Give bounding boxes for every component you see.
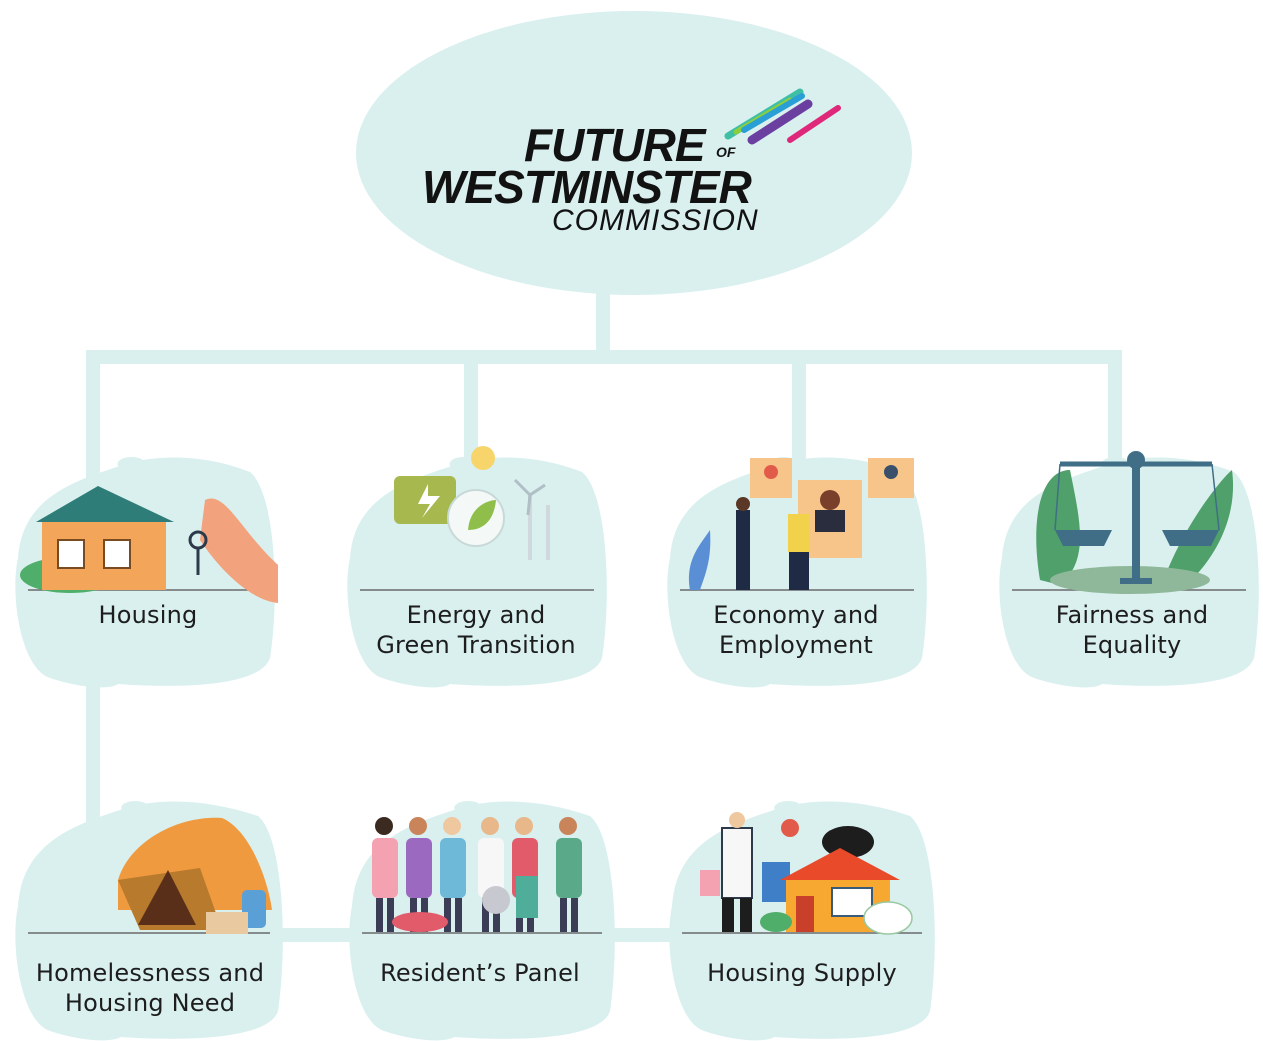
node-label-homelessness: Homelessness and Housing Need: [20, 958, 280, 1018]
label-line: Housing Need: [64, 989, 236, 1017]
node-label-energy: Energy and Green Transition: [346, 600, 606, 660]
cloud-puff: [774, 801, 803, 815]
battery-wind-turbine-icon: [394, 446, 550, 560]
logo-stripe: [741, 93, 805, 133]
tent-icon: [118, 817, 272, 934]
label-line: Employment: [718, 631, 874, 659]
node-label-housing: Housing: [18, 600, 278, 630]
commission-logo: FUTURE OF WESTMINSTER COMMISSION: [420, 118, 840, 248]
group-of-residents-icon: [372, 817, 582, 932]
house-inspection-icon: [700, 812, 913, 935]
connector-drop-housing: [86, 350, 100, 510]
label-line: Housing: [98, 601, 198, 629]
label-line: Fairness and: [1055, 601, 1209, 629]
cloud-puff: [121, 801, 150, 815]
label-line: Equality: [1082, 631, 1182, 659]
balance-scale-icon: [1036, 451, 1234, 594]
connector-housing-down: [86, 660, 100, 850]
node-icons: [20, 446, 1234, 935]
node-label-economy: Economy and Employment: [666, 600, 926, 660]
logo-text-future: FUTURE: [524, 119, 706, 171]
label-line: Resident’s Panel: [380, 959, 580, 987]
connector-trunk: [596, 280, 610, 360]
logo-text-of: OF: [716, 144, 736, 160]
label-line: Housing Supply: [707, 959, 897, 987]
cloud-puff: [117, 457, 146, 471]
node-label-fairness: Fairness and Equality: [1002, 600, 1262, 660]
label-line: Energy and: [406, 601, 546, 629]
connector-bus: [86, 350, 1122, 364]
label-line: Economy and: [713, 601, 879, 629]
node-label-housing-supply: Housing Supply: [672, 958, 932, 988]
logo-text-commission: COMMISSION: [552, 204, 759, 237]
house-keys-icon: [20, 486, 278, 603]
logo-stripes: [724, 88, 841, 145]
logo-stripe: [787, 105, 841, 143]
job-interview-icon: [689, 458, 914, 590]
label-line: Green Transition: [376, 631, 576, 659]
label-line: Homelessness and: [35, 959, 265, 987]
logo-stripe: [747, 99, 813, 145]
node-label-residents-panel: Resident’s Panel: [350, 958, 610, 988]
cloud-puff: [454, 801, 483, 815]
cloud-puff: [449, 457, 478, 471]
logo-text-westminster: WESTMINSTER: [422, 161, 752, 213]
commission-ellipse: [356, 11, 912, 295]
